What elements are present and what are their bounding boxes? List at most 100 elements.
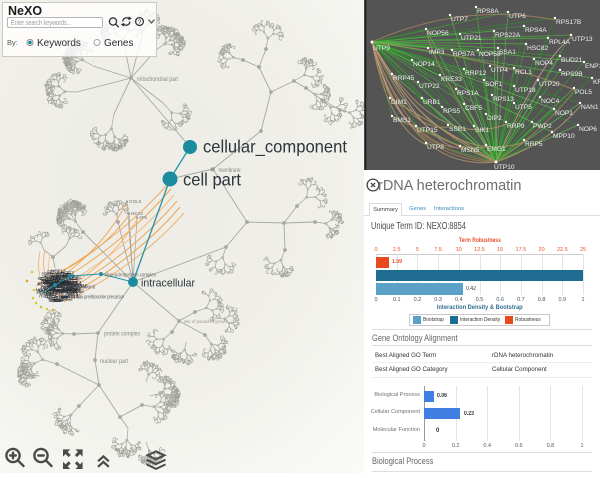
svg-text:PUF6: PUF6 [50, 276, 62, 281]
svg-text:ribonucleoprotein complex: ribonucleoprotein complex [105, 273, 156, 279]
svg-text:RPS1A: RPS1A [457, 90, 479, 97]
svg-text:KRE33: KRE33 [441, 76, 462, 83]
svg-text:DBP7: DBP7 [54, 274, 66, 279]
svg-text:TSR1: TSR1 [52, 279, 64, 284]
svg-text:UTP13: UTP13 [572, 36, 593, 43]
svg-text:RPS17B: RPS17B [556, 19, 582, 26]
svg-text:GOL5: GOL5 [129, 199, 142, 204]
svg-text:BUD21: BUD21 [561, 57, 583, 64]
svg-text:UTP18: UTP18 [515, 87, 536, 94]
svg-text:NOB1: NOB1 [41, 284, 54, 289]
svg-text:SIK1: SIK1 [475, 127, 490, 134]
svg-text:NEX2: NEX2 [131, 211, 143, 216]
svg-text:?: ? [138, 19, 142, 26]
svg-text:RRP9: RRP9 [507, 123, 525, 130]
svg-text:DBP8: DBP8 [70, 289, 82, 294]
svg-text:PWP2: PWP2 [533, 123, 552, 130]
svg-text:UTP15: UTP15 [417, 127, 438, 134]
svg-text:RRP5: RRP5 [525, 141, 543, 148]
svg-text:membrane: membrane [219, 167, 241, 174]
svg-text:DIP2: DIP2 [487, 115, 502, 122]
svg-text:MSN5: MSN5 [461, 147, 480, 154]
svg-text:UTP4: UTP4 [491, 67, 508, 74]
svg-text:ERB1: ERB1 [45, 292, 57, 297]
svg-text:SNR17: SNR17 [61, 283, 76, 288]
svg-text:NOP15: NOP15 [50, 274, 65, 279]
svg-text:DIM1: DIM1 [391, 99, 407, 106]
svg-text:DBP3: DBP3 [66, 291, 78, 296]
svg-text:SSA1: SSA1 [499, 49, 516, 56]
svg-text:MRD1: MRD1 [56, 273, 69, 278]
svg-text:RPS8A: RPS8A [477, 8, 499, 15]
svg-text:RLP7: RLP7 [67, 274, 79, 279]
svg-text:RPS14A: RPS14A [64, 294, 81, 299]
svg-text:RRP8: RRP8 [66, 280, 78, 285]
svg-text:SGD1: SGD1 [60, 273, 73, 278]
svg-text:RLP24: RLP24 [45, 275, 59, 280]
svg-text:mitochondrial part: mitochondrial part [137, 76, 178, 83]
svg-text:UTP6: UTP6 [509, 13, 526, 20]
svg-text:NOP56: NOP56 [44, 281, 59, 286]
svg-text:BMS1: BMS1 [393, 117, 411, 124]
svg-text:intracellular: intracellular [141, 278, 195, 290]
svg-text:FCF2: FCF2 [73, 288, 85, 293]
svg-text:MAK21: MAK21 [43, 289, 58, 294]
svg-text:cellular_component: cellular_component [203, 137, 347, 158]
svg-text:RIO2: RIO2 [67, 287, 78, 292]
svg-text:RPS1A: RPS1A [47, 270, 59, 276]
svg-text:RPS21B: RPS21B [38, 281, 55, 286]
svg-text:site of polarized growth: site of polarized growth [184, 319, 228, 325]
svg-text:RPS7A: RPS7A [453, 51, 475, 58]
svg-text:CIC1: CIC1 [41, 285, 52, 290]
svg-text:SSB1: SSB1 [449, 126, 466, 133]
svg-text:MAK16: MAK16 [56, 280, 71, 285]
svg-text:MPP10: MPP10 [553, 133, 575, 140]
svg-text:NOP2: NOP2 [46, 290, 59, 295]
svg-text:LTV1: LTV1 [43, 280, 54, 285]
svg-text:RPS5: RPS5 [443, 108, 461, 115]
svg-text:RRP45: RRP45 [393, 75, 415, 82]
svg-text:NAN1: NAN1 [581, 104, 599, 111]
svg-text:UTP20: UTP20 [539, 81, 560, 88]
svg-text:MAK5: MAK5 [66, 292, 79, 297]
svg-text:EMG1: EMG1 [487, 146, 506, 153]
svg-text:SAS10: SAS10 [50, 282, 64, 287]
svg-text:RPL5: RPL5 [57, 281, 69, 286]
svg-text:NOP6: NOP6 [579, 126, 597, 133]
svg-text:UTP5: UTP5 [515, 104, 532, 111]
svg-text:RPS24A: RPS24A [63, 288, 80, 293]
svg-text:DIM2: DIM2 [64, 280, 75, 285]
svg-text:RPL3: RPL3 [67, 285, 79, 290]
svg-text:PNO1: PNO1 [52, 278, 65, 283]
svg-text:RPS8B: RPS8B [54, 281, 68, 286]
svg-text:UTP7: UTP7 [451, 16, 468, 23]
svg-text:ARX1: ARX1 [73, 283, 85, 288]
svg-text:CBF5: CBF5 [465, 105, 482, 112]
svg-text:RPS6B: RPS6B [73, 283, 87, 288]
svg-text:SOF1: SOF1 [485, 81, 503, 88]
svg-text:NOP58: NOP58 [479, 51, 501, 58]
svg-text:SDO1: SDO1 [42, 272, 55, 277]
svg-text:NOP56: NOP56 [427, 30, 449, 37]
svg-text:RPL4B: RPL4B [52, 287, 66, 292]
svg-text:UTP9: UTP9 [373, 45, 390, 52]
svg-text:UTP30: UTP30 [40, 291, 54, 296]
svg-text:LOC1: LOC1 [45, 294, 57, 299]
svg-text:nuclear part: nuclear part [100, 358, 128, 365]
svg-text:2F5: 2F5 [139, 215, 147, 220]
svg-text:NOP1: NOP1 [555, 110, 573, 117]
svg-text:ENP1: ENP1 [585, 63, 600, 70]
svg-text:NOP14: NOP14 [413, 61, 435, 68]
svg-text:RRP7: RRP7 [59, 281, 71, 286]
svg-text:POL5: POL5 [575, 89, 592, 96]
svg-text:SNR30: SNR30 [44, 279, 59, 284]
svg-text:UTP8: UTP8 [427, 144, 444, 151]
svg-text:RRP12: RRP12 [465, 70, 487, 77]
svg-text:PRP43: PRP43 [62, 289, 76, 294]
svg-text:RPL24A: RPL24A [65, 282, 81, 287]
svg-text:RRP1: RRP1 [61, 284, 73, 289]
svg-text:NOP4: NOP4 [535, 60, 553, 67]
svg-text:RPS9A: RPS9A [39, 294, 53, 299]
svg-text:UTP6: UTP6 [56, 274, 68, 279]
svg-text:TIF6: TIF6 [69, 276, 79, 281]
